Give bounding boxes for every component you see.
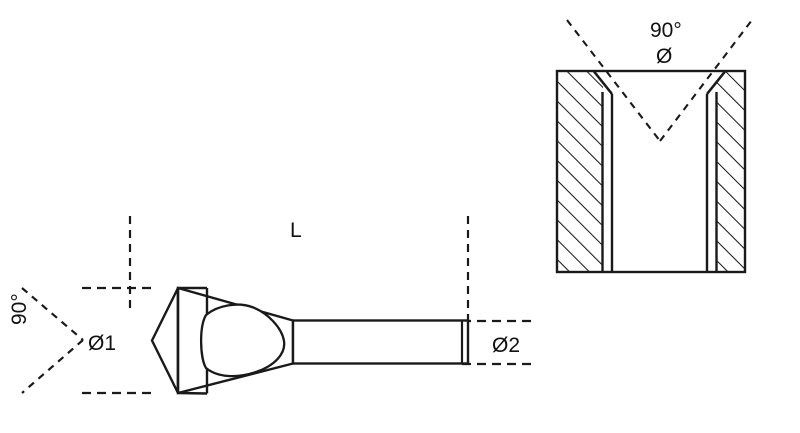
- cone-head-outline: [150, 287, 180, 394]
- diameter-label-section: Ø: [656, 45, 673, 68]
- section-view-group: [555, 19, 753, 274]
- length-label: L: [290, 219, 302, 242]
- countersink-edge-right: [705, 70, 727, 95]
- triangular-relief-hole: [199, 303, 286, 378]
- head-bottom-edge: [177, 391, 208, 395]
- angle-label-right: 90°: [650, 19, 682, 42]
- section-hatching-left: [557, 71, 603, 272]
- diameter2-label: Ø2: [492, 334, 521, 357]
- angle-label-left: 90°: [8, 293, 31, 325]
- diameter1-label: Ø1: [88, 332, 117, 355]
- diameter2-extension-lines: [462, 319, 534, 366]
- countersink-edge-left: [592, 70, 614, 95]
- angle-indicator-dashed-v: [21, 287, 84, 394]
- diameter1-extension-lines: [82, 286, 156, 395]
- side-view-group: [21, 216, 534, 395]
- section-hatching-right: [716, 71, 745, 272]
- cylindrical-shank: [291, 319, 470, 365]
